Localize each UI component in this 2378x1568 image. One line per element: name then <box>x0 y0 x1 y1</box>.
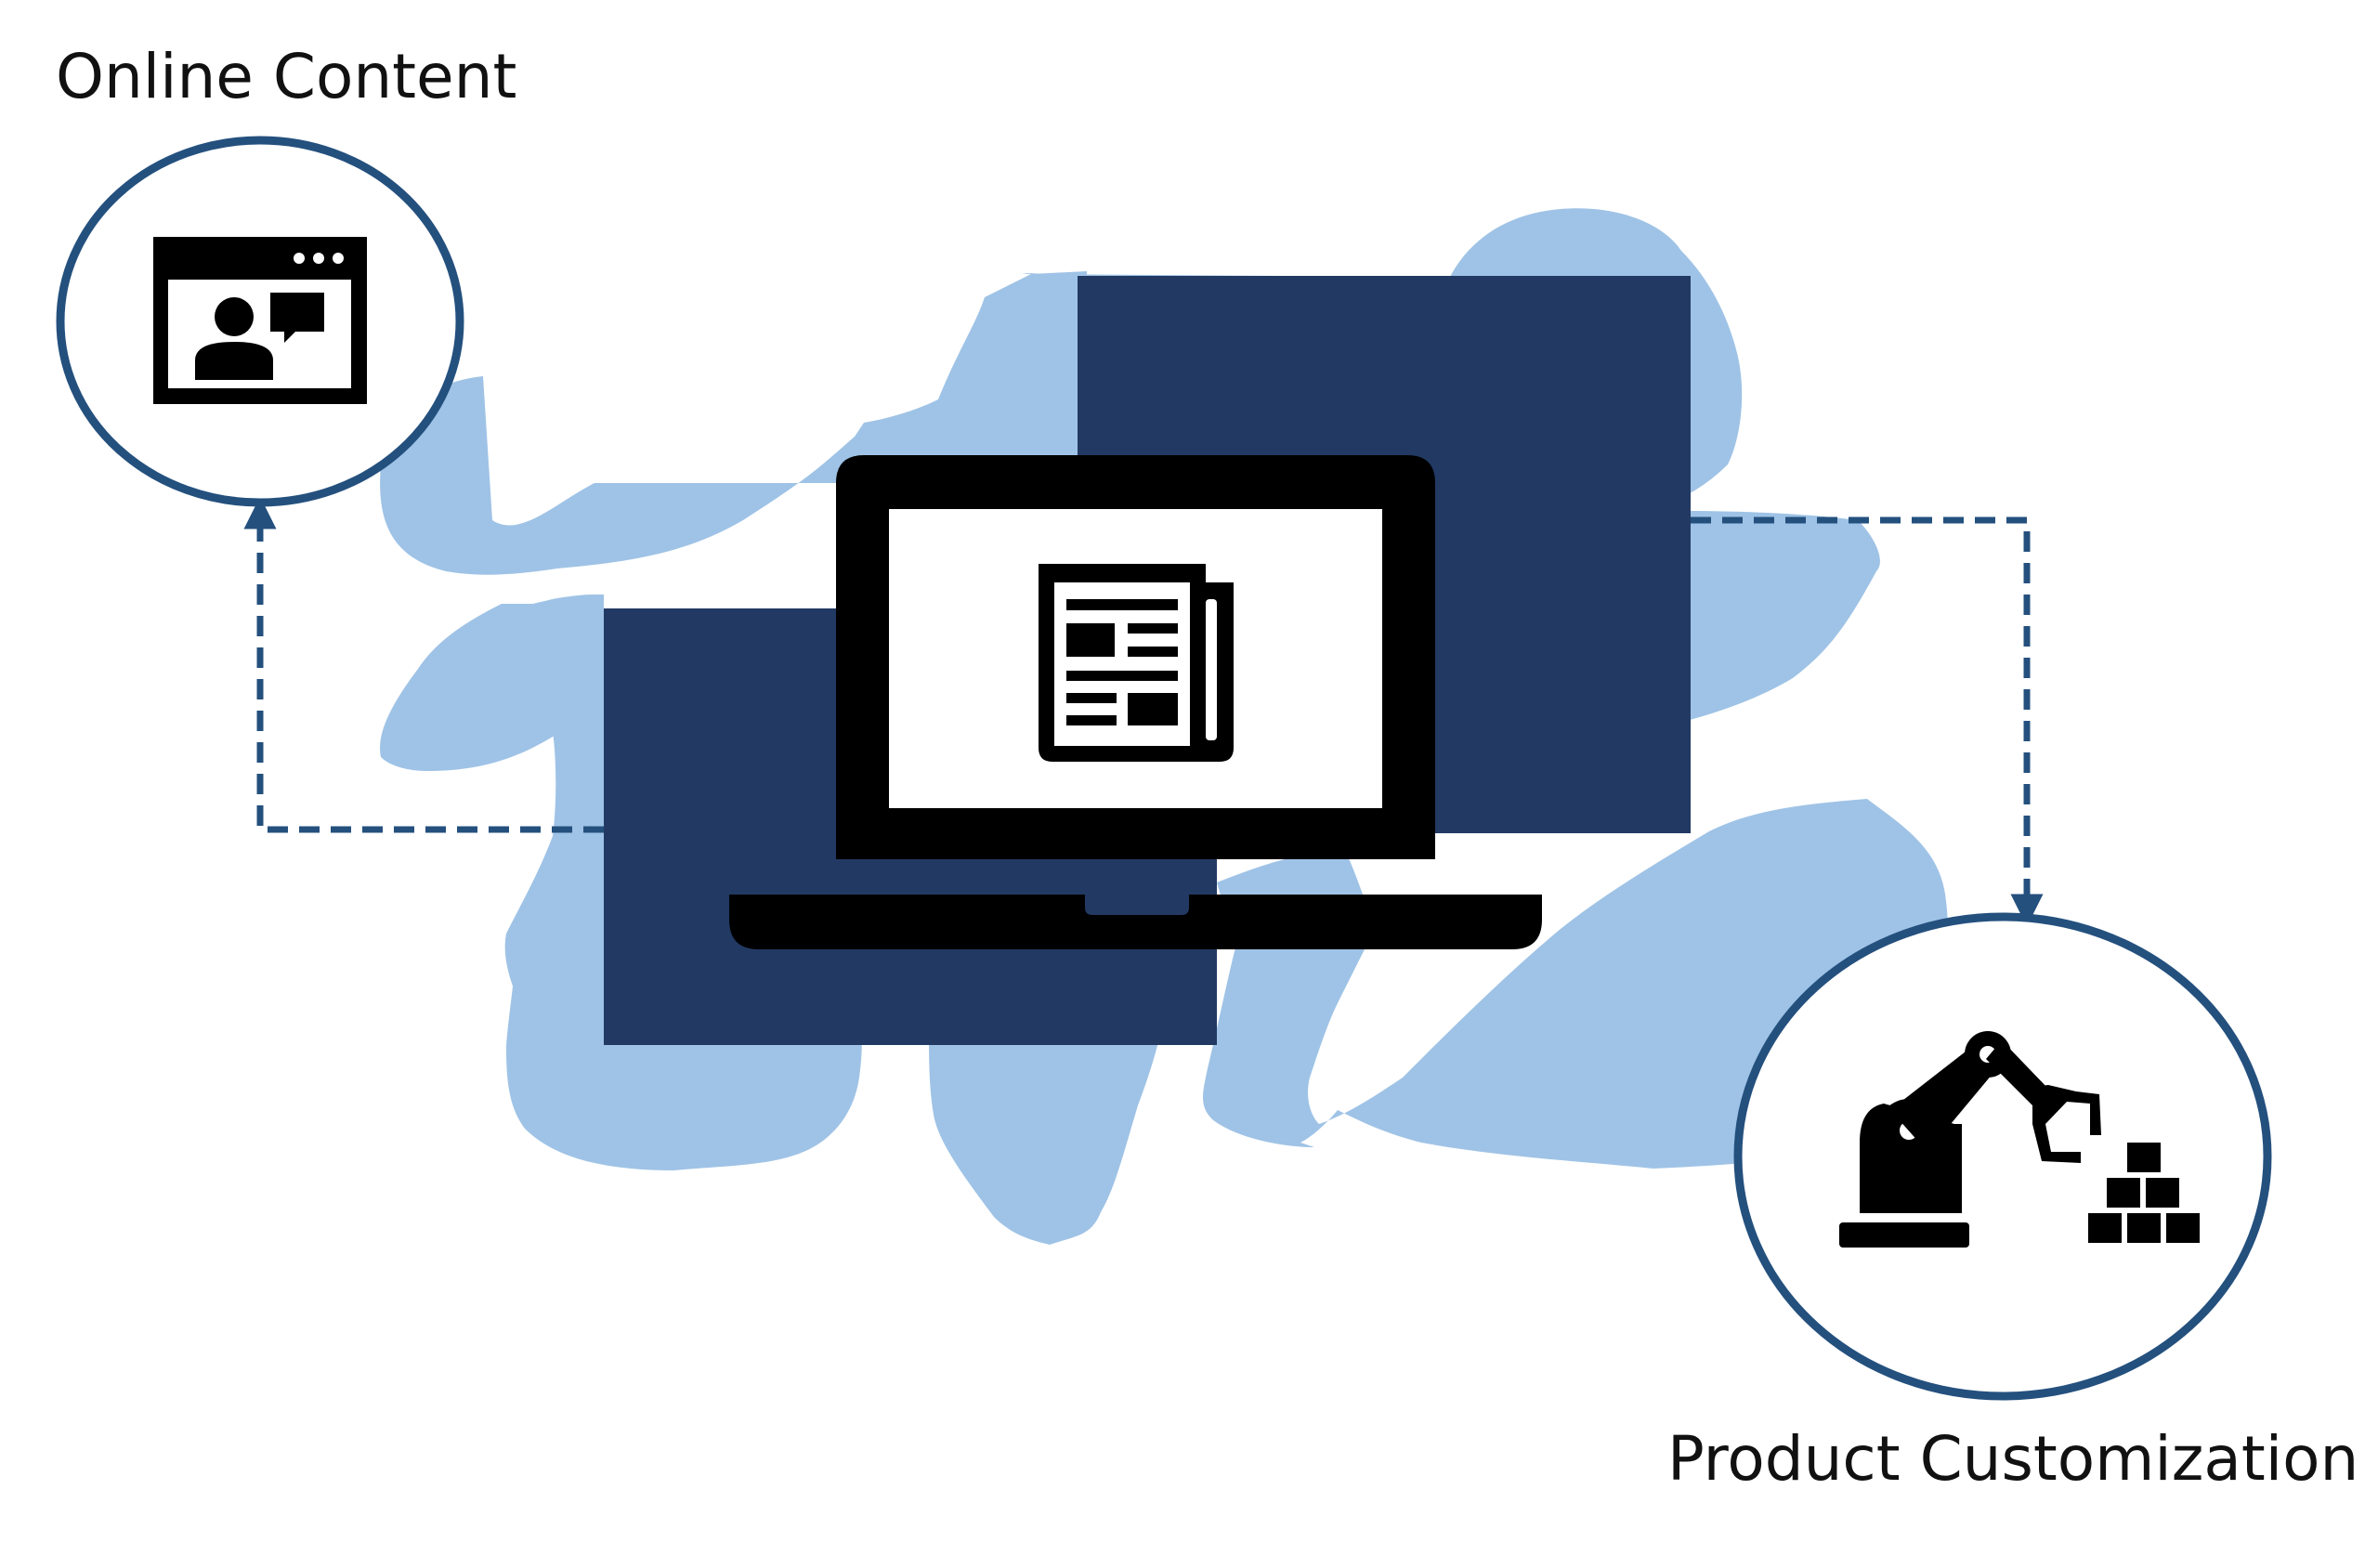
online-content-label: Online Content <box>56 41 517 112</box>
newspaper-icon <box>1039 564 1234 762</box>
stacked-boxes <box>2088 1143 2200 1243</box>
chat-bubble <box>270 293 324 343</box>
product-customization-label: Product Customization <box>1667 1423 2359 1495</box>
connector-to-online-content <box>243 496 604 833</box>
newspaper-text-lines <box>1066 599 1178 725</box>
robot-gripper <box>2032 1085 2101 1163</box>
blob-top-right <box>1022 208 1880 725</box>
laptop-base <box>729 895 1542 949</box>
robotic-arm-icon <box>1839 1031 2200 1248</box>
blob-left-upper <box>380 271 1088 575</box>
robot-lower-arm <box>1890 1045 1997 1152</box>
blob-bottom-center <box>929 1031 1161 1245</box>
user-body <box>195 342 273 380</box>
user-head <box>215 297 254 336</box>
robot-base-plate <box>1839 1222 1969 1248</box>
product-customization-circle <box>1733 912 2272 1401</box>
newspaper-back-page-inner <box>1206 599 1217 740</box>
connector-to-product-customization <box>1691 516 2044 927</box>
video-chat-window-icon <box>153 237 367 404</box>
